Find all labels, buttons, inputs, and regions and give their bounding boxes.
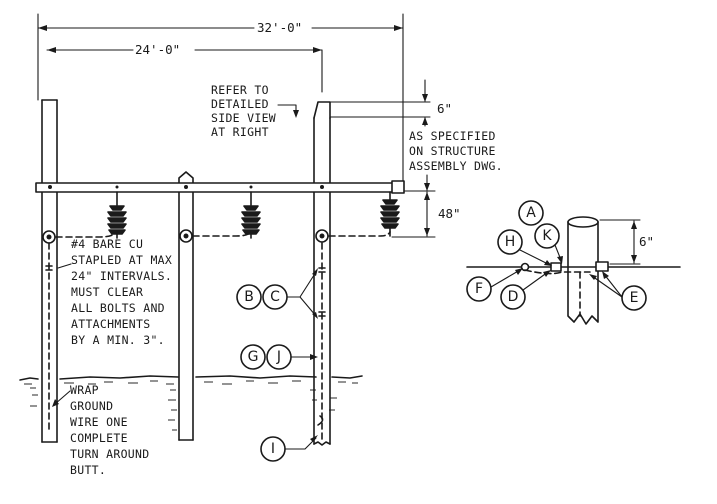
refer-line-2: DETAILED: [211, 97, 269, 111]
callout-e-label: E: [630, 290, 639, 306]
insulator-drop-label: 48": [438, 206, 461, 221]
dimension-insulator-drop: 48": [391, 174, 461, 238]
insulator-2: [241, 191, 261, 239]
ground-wire-down-right: [317, 242, 326, 441]
callout-h-label: H: [505, 234, 516, 250]
wrap-line-2: GROUND: [70, 399, 113, 413]
specified-line-3: ASSEMBLY DWG.: [409, 159, 503, 173]
callout-a: A: [518, 200, 544, 226]
dimension-inner-width: 24'-0": [46, 42, 323, 93]
callout-b: B: [236, 284, 262, 310]
overall-width-label: 32'-0": [257, 20, 302, 35]
detail-offset-label: 6": [639, 234, 654, 249]
note-as-specified: AS SPECIFIED ON STRUCTURE ASSEMBLY DWG.: [409, 129, 503, 173]
top-offset-label: 6": [437, 101, 452, 116]
ground-line: [19, 375, 363, 431]
ground-wire-line-4: MUST CLEAR: [71, 285, 143, 299]
crossarm: [35, 180, 405, 194]
callout-k: K: [534, 223, 563, 264]
note-wrap: WRAP GROUND WIRE ONE COMPLETE TURN AROUN…: [52, 383, 149, 477]
dimension-top-offset: 6": [329, 79, 452, 127]
callout-c: C: [262, 268, 318, 319]
callout-g-label: G: [248, 349, 259, 365]
callout-f: F: [466, 268, 523, 302]
ground-wire-line-3: 24" INTERVALS.: [71, 269, 172, 283]
refer-line-1: REFER TO: [211, 83, 269, 97]
specified-line-1: AS SPECIFIED: [409, 129, 496, 143]
pole-left: [41, 99, 58, 443]
callout-j: J: [266, 344, 318, 370]
side-view-detail: 6": [466, 216, 681, 325]
ground-wire-line-5: ALL BOLTS AND: [71, 301, 165, 315]
wrap-line-5: TURN AROUND: [70, 447, 149, 461]
ground-wire-line-2: STAPLED AT MAX: [71, 253, 172, 267]
callout-g: G: [240, 344, 266, 370]
callout-k-label: K: [542, 228, 552, 244]
wrap-line-1: WRAP: [70, 383, 99, 397]
callout-i-label: I: [271, 441, 275, 457]
callout-b-label: B: [244, 289, 254, 305]
inner-width-label: 24'-0": [135, 42, 180, 57]
pole-middle: [178, 171, 194, 441]
ground-wire-down-left: [45, 242, 53, 431]
callout-j-label: J: [276, 349, 281, 365]
ground-wire-line-1: #4 BARE CU: [71, 237, 143, 251]
note-ground-wire: #4 BARE CU STAPLED AT MAX 24" INTERVALS.…: [57, 237, 172, 347]
note-refer-side-view: REFER TO DETAILED SIDE VIEW AT RIGHT: [211, 83, 299, 139]
specified-line-2: ON STRUCTURE: [409, 144, 496, 158]
callout-i: I: [260, 435, 318, 462]
wrap-line-4: COMPLETE: [70, 431, 128, 445]
wrap-line-6: BUTT.: [70, 463, 106, 477]
ground-wire-line-6: ATTACHMENTS: [71, 317, 150, 331]
connector-middle: [179, 229, 193, 243]
callout-h: H: [497, 229, 552, 266]
insulator-1: [107, 191, 127, 239]
callout-d-label: D: [508, 289, 519, 305]
callout-c-label: C: [270, 289, 280, 305]
refer-line-3: SIDE VIEW: [211, 111, 276, 125]
dimension-overall-width: 32'-0": [37, 13, 404, 187]
callout-d: D: [500, 270, 551, 310]
connector-right: [315, 229, 329, 243]
ground-wire-bonds: [55, 231, 391, 238]
callout-e: E: [589, 271, 647, 311]
refer-line-4: AT RIGHT: [211, 125, 269, 139]
callout-f-label: F: [475, 281, 483, 297]
insulator-3: [380, 191, 400, 237]
ground-wire-line-7: BY A MIN. 3".: [71, 333, 165, 347]
connector-left: [42, 230, 56, 244]
pole-right: [313, 101, 331, 446]
wrap-line-3: WIRE ONE: [70, 415, 128, 429]
callout-a-label: A: [526, 205, 536, 221]
